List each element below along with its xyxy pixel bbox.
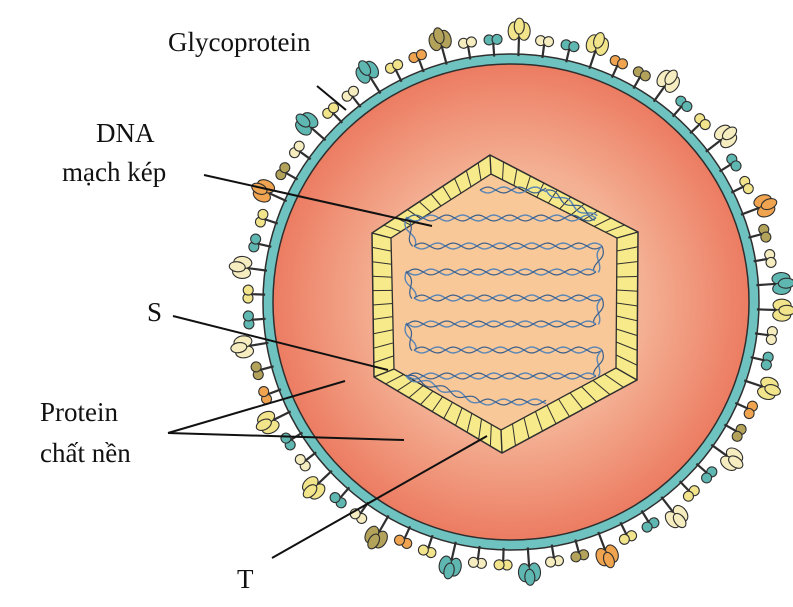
glycoprotein-spike [242, 284, 266, 304]
glycoprotein-spike [753, 248, 777, 268]
glycoprotein-spike [748, 223, 772, 243]
glycoprotein-spike [705, 124, 738, 153]
glycoprotein-spike [740, 194, 778, 218]
glycoprotein-spike [517, 547, 542, 586]
glycoprotein-spike [640, 509, 660, 533]
glycoprotein-spike [322, 102, 344, 124]
matrix-pointer-2 [167, 432, 405, 441]
dsdna-genome [404, 186, 605, 406]
glycoprotein-spike [595, 531, 619, 569]
glycoprotein-spike [756, 271, 793, 296]
pointer-lines [167, 85, 488, 559]
glycoprotein-spike [457, 36, 477, 60]
glycoprotein-spike [570, 539, 590, 563]
glycoprotein-spike [632, 66, 651, 90]
glycoprotein-spike [493, 547, 513, 571]
glycoprotein-spike [734, 400, 758, 420]
capsomeres [371, 154, 639, 454]
dna-pointer [203, 174, 433, 227]
glycoprotein-spike [671, 95, 693, 118]
glycoprotein-spike [288, 140, 312, 161]
glycoprotein-spike [275, 162, 299, 181]
s-pointer [172, 315, 389, 371]
glycoprotein-spike [467, 545, 487, 569]
glycoprotein-label: Glycoprotein [168, 27, 311, 57]
glycoprotein-spike [660, 496, 689, 529]
glycoprotein-spikes [228, 17, 793, 586]
glycoprotein-spike [652, 69, 680, 103]
dna-label-line2: mạch kép [62, 157, 167, 187]
matrix-label-line1: Protein [40, 397, 118, 427]
glycoprotein-spike [258, 386, 282, 405]
glycoprotein-spike [295, 112, 327, 142]
glycoprotein-spike [408, 49, 427, 73]
glycoprotein-spike [248, 233, 272, 253]
glycoprotein-spike [750, 351, 774, 371]
glycoprotein-spike [294, 451, 317, 472]
glycoprotein-spike [393, 525, 413, 549]
matrix-pointer-1 [167, 380, 346, 434]
glycoprotein-spike [228, 255, 268, 279]
glycoprotein-spike [255, 410, 292, 435]
glycoprotein-spike [364, 514, 390, 550]
glycoprotein-spike [754, 326, 778, 346]
glycoprotein-spike [609, 55, 629, 79]
glycoprotein-spike [585, 32, 610, 70]
glycoprotein-spike [329, 486, 351, 509]
glycoprotein-spike [428, 27, 452, 65]
glycoprotein-spike [718, 153, 742, 173]
t-label: T [237, 564, 254, 594]
glycoprotein-spike [483, 33, 503, 57]
s-label: S [147, 297, 163, 327]
glycoprotein-spike [756, 298, 793, 322]
glycoprotein-spike [341, 85, 362, 108]
glycoprotein-spike [355, 60, 382, 95]
glycoprotein-spike [301, 469, 333, 500]
glycoprotein-spike [242, 310, 266, 330]
t-pointer [271, 435, 488, 559]
glycoprotein-spike [730, 175, 754, 195]
glycoprotein-spike [710, 443, 744, 471]
glycoprotein-spike [560, 39, 580, 63]
glycoprotein-spike [695, 462, 718, 484]
glycoprotein-spike [618, 521, 638, 545]
glycoprotein-spike [545, 544, 565, 568]
dna-label-line1: DNA [96, 118, 155, 148]
glycoprotein-spike [743, 376, 781, 401]
glycoprotein-spike [384, 59, 404, 83]
glycoprotein-spike [230, 335, 269, 359]
glycoprotein-spike [689, 113, 711, 135]
glycoprotein-spike [254, 208, 279, 228]
glycoprotein-spike [438, 541, 462, 580]
glycoprotein-spike [535, 35, 555, 59]
glycoprotein-spike [417, 534, 437, 559]
glycoprotein-spike [678, 480, 700, 502]
matrix-label-line2: chất nền [40, 438, 131, 468]
glycoprotein-spike [250, 361, 274, 381]
glycoprotein-spike [507, 17, 531, 57]
glycoprotein-spike [723, 423, 747, 442]
glycoprotein-pointer [316, 85, 347, 111]
